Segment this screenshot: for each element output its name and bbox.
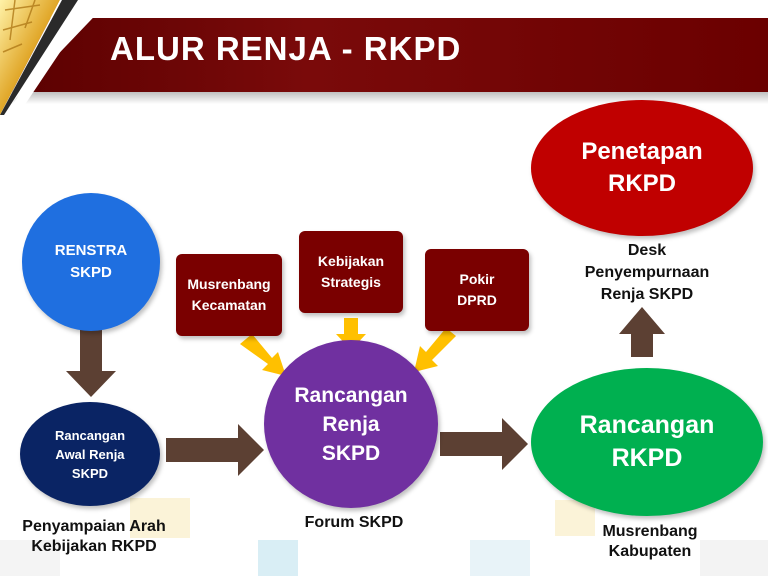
caption-desk-penyempurnaan: Desk Penyempurnaan Renja SKPD (584, 242, 710, 303)
arrow-down-icon (66, 330, 116, 397)
node-rancangan-renja: Rancangan Renja SKPD (264, 340, 438, 508)
node-kebijakan-strategis: Kebijakan Strategis (299, 231, 403, 313)
node-label: Rancangan Renja SKPD (294, 383, 408, 465)
bg-tile (470, 540, 530, 576)
node-label: Rancangan RKPD (579, 411, 715, 472)
arrow-diagonal-icon (240, 334, 286, 376)
node-label: Pokir DPRD (457, 271, 497, 308)
arrow-right-icon (166, 424, 264, 476)
bg-tile (258, 540, 298, 576)
node-label: Penetapan RKPD (581, 138, 703, 197)
header-shadow (0, 92, 768, 104)
caption-forum-skpd: Forum SKPD (304, 514, 404, 531)
node-label: Musrenbang Kecamatan (187, 276, 271, 313)
arrow-up-icon (619, 307, 665, 357)
caption-musrenbang-kabupaten: Musrenbang Kabupaten (602, 523, 698, 560)
header-band (0, 18, 768, 92)
caption-penyampaian: Penyampaian Arah Kebijakan RKPD (22, 518, 166, 555)
node-label: Rancangan Awal Renja SKPD (54, 427, 126, 481)
gold-bars-image (0, 0, 110, 115)
bg-tile (130, 498, 190, 538)
node-label: RENSTRA SKPD (54, 242, 128, 281)
node-pokir-dprd: Pokir DPRD (425, 249, 529, 331)
node-musrenbang-kecamatan: Musrenbang Kecamatan (176, 254, 282, 336)
page-title: ALUR RENJA - RKPD (110, 30, 462, 67)
node-label: Kebijakan Strategis (317, 253, 385, 290)
bg-tile (0, 540, 60, 576)
node-rancangan-awal: Rancangan Awal Renja SKPD (20, 402, 160, 506)
arrow-right-icon (440, 418, 528, 470)
arrow-diagonal-icon (414, 328, 456, 372)
node-renstra: RENSTRA SKPD (22, 193, 160, 331)
bg-tile (700, 540, 768, 576)
node-rancangan-rkpd: Rancangan RKPD (531, 368, 763, 516)
node-penetapan-rkpd: Penetapan RKPD (531, 100, 753, 236)
